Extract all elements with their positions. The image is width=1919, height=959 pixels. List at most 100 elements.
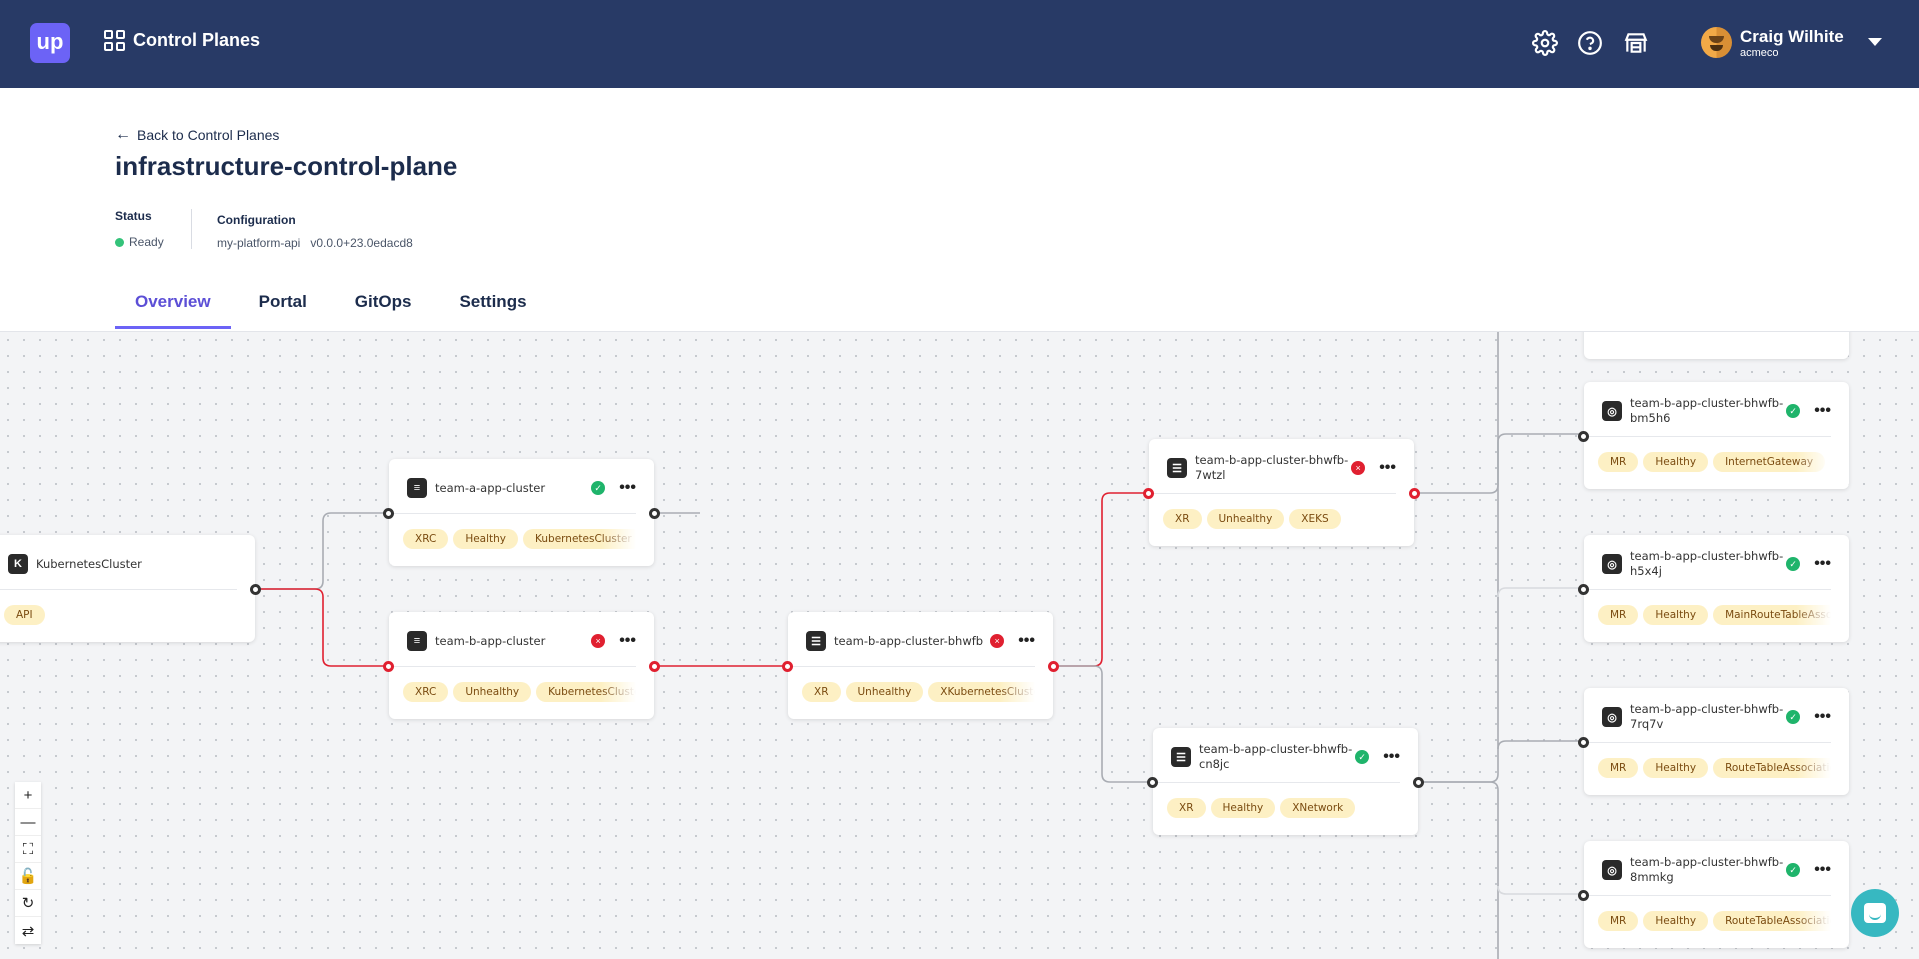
output-handle[interactable] xyxy=(1409,488,1420,499)
user-menu-chevron-down-icon[interactable] xyxy=(1868,38,1882,46)
help-icon[interactable] xyxy=(1577,30,1603,56)
upbound-logo[interactable]: up xyxy=(30,23,70,63)
input-handle[interactable] xyxy=(1578,890,1589,901)
edge xyxy=(1417,781,1499,959)
input-handle[interactable] xyxy=(1578,584,1589,595)
zoom-in-icon[interactable]: + xyxy=(15,782,41,809)
input-handle[interactable] xyxy=(782,661,793,672)
tab-settings[interactable]: Settings xyxy=(459,292,527,311)
output-handle[interactable] xyxy=(649,508,660,519)
node-tag: Unhealthy xyxy=(453,682,532,702)
chat-support-button[interactable] xyxy=(1851,889,1899,937)
marketplace-icon[interactable] xyxy=(1623,30,1649,56)
edge xyxy=(1497,740,1584,750)
tab-portal[interactable]: Portal xyxy=(258,292,307,311)
node-header: ☰ team-b-app-cluster-bhwfb× ••• xyxy=(806,622,1035,660)
list-icon: ☰ xyxy=(806,631,826,651)
config-name: my-platform-api xyxy=(217,236,301,250)
lock-icon[interactable]: 🔓 xyxy=(15,863,41,890)
node-tag: XKubernetesCluster xyxy=(928,682,1035,702)
rotate-icon[interactable]: ↻ xyxy=(15,890,41,917)
gear-icon[interactable] xyxy=(1532,30,1558,56)
node-divider xyxy=(1149,493,1396,494)
more-options-icon[interactable]: ••• xyxy=(619,479,636,496)
input-handle[interactable] xyxy=(1143,488,1154,499)
input-handle[interactable] xyxy=(1578,737,1589,748)
more-options-icon[interactable]: ••• xyxy=(1814,555,1831,572)
node-tags: MRHealthyMainRouteTableAssociation xyxy=(1598,605,1831,625)
refresh-icon[interactable]: ⇄ xyxy=(21,922,35,940)
input-handle[interactable] xyxy=(1147,777,1158,788)
input-handle[interactable] xyxy=(1578,431,1589,442)
more-options-icon[interactable]: ••• xyxy=(1814,861,1831,878)
tab-overview[interactable]: Overview xyxy=(115,288,231,329)
check-circle-icon: ✓ xyxy=(1786,710,1801,724)
target-icon: ◎ xyxy=(1602,554,1622,574)
node-tag: XRC xyxy=(403,682,449,702)
node-tag: MR xyxy=(1598,911,1639,931)
error-circle-icon: × xyxy=(990,634,1005,648)
more-options-icon[interactable]: ••• xyxy=(619,632,636,649)
node-divider xyxy=(1584,742,1831,743)
input-handle[interactable] xyxy=(383,508,394,519)
tab-gitops[interactable]: GitOps xyxy=(354,292,412,311)
more-options-icon[interactable]: ••• xyxy=(1814,708,1831,725)
output-handle[interactable] xyxy=(649,661,660,672)
edge xyxy=(1414,332,1499,494)
more-options-icon[interactable]: ••• xyxy=(1383,748,1400,765)
configuration-label: Configuration xyxy=(217,213,296,227)
fit-view-icon[interactable]: ⛶ xyxy=(15,836,41,863)
list-icon: ☰ xyxy=(1171,747,1191,767)
zoom-out-icon[interactable]: — xyxy=(15,809,41,836)
tab-bar: Overview Portal GitOps Settings xyxy=(115,288,575,329)
control-planes-nav[interactable]: Control Planes xyxy=(104,30,260,51)
back-link[interactable]: ← Back to Control Planes xyxy=(115,126,279,144)
node-title: team-b-app-cluster-bhwfb-8mmkg xyxy=(1630,855,1784,884)
edge xyxy=(1497,885,1584,895)
user-name[interactable]: Craig Wilhite xyxy=(1740,27,1844,46)
node-divider xyxy=(389,666,636,667)
input-handle[interactable] xyxy=(383,661,394,672)
more-options-icon[interactable]: ••• xyxy=(1814,402,1831,419)
graph-node-partial[interactable] xyxy=(1584,332,1849,359)
node-tag: MR xyxy=(1598,452,1639,472)
node-tag: KubernetesCluster xyxy=(536,682,636,702)
node-tag: MR xyxy=(1598,605,1639,625)
more-options-icon[interactable]: ••• xyxy=(1379,459,1396,476)
list-icon: ☰ xyxy=(1167,458,1187,478)
divider xyxy=(191,209,192,249)
user-avatar[interactable] xyxy=(1701,27,1732,58)
output-handle[interactable] xyxy=(250,584,261,595)
more-options-icon[interactable]: ••• xyxy=(1018,632,1035,649)
check-circle-icon: ✓ xyxy=(591,481,606,495)
node-title: team-b-app-cluster-bhwfb-7rq7v xyxy=(1630,702,1784,731)
node-tag: XR xyxy=(1163,509,1202,529)
check-circle-icon: ✓ xyxy=(1786,863,1801,877)
output-handle[interactable] xyxy=(1048,661,1059,672)
node-title: team-b-app-cluster-bhwfb-7wtzl xyxy=(1195,453,1349,482)
configuration-value[interactable]: my-platform-api v0.0.0+23.0edacd8 xyxy=(217,236,413,250)
node-title: team-b-app-cluster xyxy=(435,633,546,648)
check-circle-icon: ✓ xyxy=(1786,404,1801,418)
output-handle[interactable] xyxy=(1413,777,1424,788)
user-org: acmeco xyxy=(1740,47,1779,59)
edge xyxy=(257,588,389,667)
node-header: ◎ team-b-app-cluster-bhwfb-h5x4j✓ ••• xyxy=(1602,545,1831,583)
node-tag: Unhealthy xyxy=(845,682,924,702)
target-icon: ◎ xyxy=(1602,401,1622,421)
